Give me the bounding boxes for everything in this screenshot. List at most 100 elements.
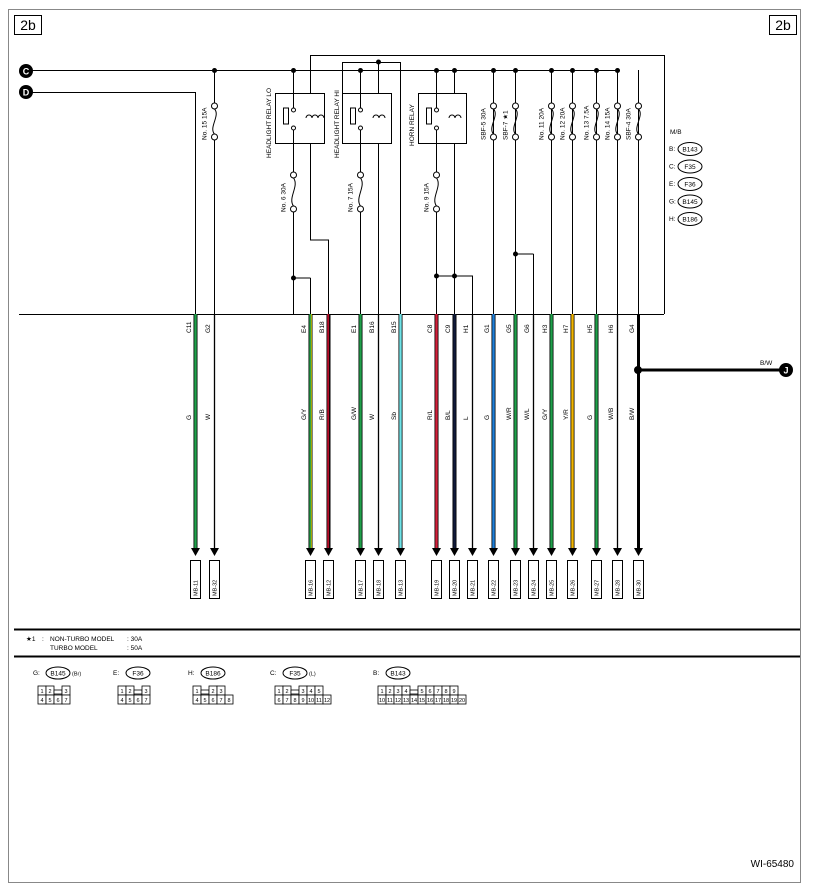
connector-oval bbox=[125, 666, 151, 680]
wire-pin-label: G2 bbox=[205, 324, 212, 333]
note-line2-label: TURBO MODEL bbox=[50, 645, 98, 652]
wire-color-label: R/L bbox=[427, 410, 434, 421]
wire-mb-28: H6W/BMB-28 bbox=[608, 314, 623, 599]
wire-color-label: W/R bbox=[506, 407, 513, 420]
connector-pin: 3 bbox=[144, 689, 147, 695]
terminal-box bbox=[510, 560, 521, 599]
fuse-sbf7: SBF-7 ★1 bbox=[502, 102, 519, 141]
relay-hi-label: HEADLIGHT RELAY HI bbox=[334, 90, 341, 158]
connector-pin: 2 bbox=[388, 689, 391, 695]
wire-pin-label: C8 bbox=[427, 324, 434, 333]
terminal-box bbox=[546, 560, 557, 599]
connector-pin: 8 bbox=[444, 689, 447, 695]
connector-pin: 6 bbox=[428, 689, 431, 695]
terminal-box bbox=[190, 560, 201, 599]
terminal-box bbox=[591, 560, 602, 599]
connector-pin: 8 bbox=[227, 698, 230, 704]
mb-ref-key: E: bbox=[669, 181, 675, 188]
wire-color-label: G/W bbox=[351, 406, 358, 420]
fuse-label: No. 9 15A bbox=[424, 182, 431, 212]
wire-color-label: Sb bbox=[391, 412, 398, 420]
wire-mb-30: G4B/WMB-30 bbox=[629, 314, 644, 599]
terminal-box bbox=[355, 560, 366, 599]
connector-pin: 10 bbox=[308, 698, 314, 704]
connector-pin: 1 bbox=[195, 689, 198, 695]
connector-code: B186 bbox=[205, 671, 221, 678]
connector-pin: 3 bbox=[396, 689, 399, 695]
terminal-label: MB-19 bbox=[435, 580, 441, 596]
terminal-label: MB-30 bbox=[637, 580, 643, 596]
note-line1-label: NON-TURBO MODEL bbox=[50, 636, 115, 643]
wire-mb-26: H7Y/RMB-26 bbox=[563, 314, 578, 599]
connector-pin: 15 bbox=[419, 698, 425, 704]
connector-pin: 18 bbox=[443, 698, 449, 704]
terminal-label: MB-24 bbox=[532, 580, 538, 596]
connector-oval bbox=[282, 666, 308, 680]
connector-pin: 9 bbox=[452, 689, 455, 695]
terminal-label: MB-18 bbox=[377, 580, 383, 596]
doc-id: WI-65480 bbox=[751, 859, 795, 870]
page-frame bbox=[8, 9, 801, 883]
terminal-box bbox=[467, 560, 478, 599]
mb-ref-code: B186 bbox=[682, 216, 698, 223]
fuse-label: SBF-4 30A bbox=[626, 108, 633, 140]
connector-pin: 7 bbox=[144, 698, 147, 704]
wire-color-label: G bbox=[186, 415, 193, 420]
wire-pin-label: G1 bbox=[484, 324, 491, 333]
wire-color-label: Y/R bbox=[563, 409, 570, 420]
fuse-f6: No. 6 30A bbox=[281, 171, 297, 213]
fuse-label: SBF-7 ★1 bbox=[502, 110, 510, 140]
mb-ref-oval bbox=[677, 177, 703, 191]
wire-color-label: W/B bbox=[608, 408, 615, 420]
connector-pin: 4 bbox=[404, 689, 407, 695]
page-label-left: 2b bbox=[20, 17, 36, 33]
terminal-label: MB-23 bbox=[514, 580, 520, 596]
mb-ref-key: B: bbox=[669, 146, 675, 153]
connector-pin: 12 bbox=[395, 698, 401, 704]
terminal-label: MB-20 bbox=[453, 580, 459, 596]
terminal-label: MB-13 bbox=[399, 580, 405, 596]
connector-code: B145 bbox=[50, 671, 66, 678]
wire-color-label: W bbox=[369, 413, 376, 420]
connector-pin: 4 bbox=[40, 698, 43, 704]
wire-layer: C11GMB-11G2WMB-32E4G/YMB-16B18R/BMB-12E1… bbox=[186, 314, 644, 599]
connector-pin: 1 bbox=[380, 689, 383, 695]
page-label-right-box bbox=[769, 15, 797, 35]
connector-pin: 6 bbox=[277, 698, 280, 704]
wire-pin-label: E1 bbox=[351, 325, 358, 333]
connector-key: G: bbox=[33, 670, 40, 677]
mb-ref-key: H: bbox=[669, 216, 676, 223]
wire-color-label: L bbox=[463, 416, 470, 420]
fuse-sbf5: SBF-5 30A bbox=[481, 102, 497, 141]
connector-pin: 12 bbox=[324, 698, 330, 704]
wire-color-label: R/B bbox=[319, 409, 326, 420]
wire-mb-17: E1G/WMB-17 bbox=[351, 314, 366, 599]
mb-ref-code: B143 bbox=[682, 146, 698, 153]
connector-pin: 8 bbox=[293, 698, 296, 704]
connector-pin: 4 bbox=[309, 689, 312, 695]
bus-d-terminal bbox=[19, 85, 33, 99]
fuse-f12: No. 12 20A bbox=[560, 102, 576, 141]
fuse-label: No. 6 30A bbox=[281, 182, 288, 212]
junction-dots bbox=[212, 59, 620, 281]
wire-pin-label: G5 bbox=[506, 324, 513, 333]
mb-ref-oval bbox=[677, 159, 703, 174]
terminal-box bbox=[528, 560, 539, 599]
wire-color-label: G/Y bbox=[542, 408, 549, 420]
wire-color-label: W bbox=[205, 413, 212, 420]
mb-label: M/B bbox=[670, 129, 682, 136]
connector-pin: 5 bbox=[128, 698, 131, 704]
connector-code: B143 bbox=[390, 671, 406, 678]
connector-pin: 3 bbox=[219, 689, 222, 695]
connector-oval bbox=[200, 666, 226, 680]
ground-j-terminal bbox=[779, 363, 793, 377]
fuse-label: No. 11 20A bbox=[539, 107, 546, 140]
